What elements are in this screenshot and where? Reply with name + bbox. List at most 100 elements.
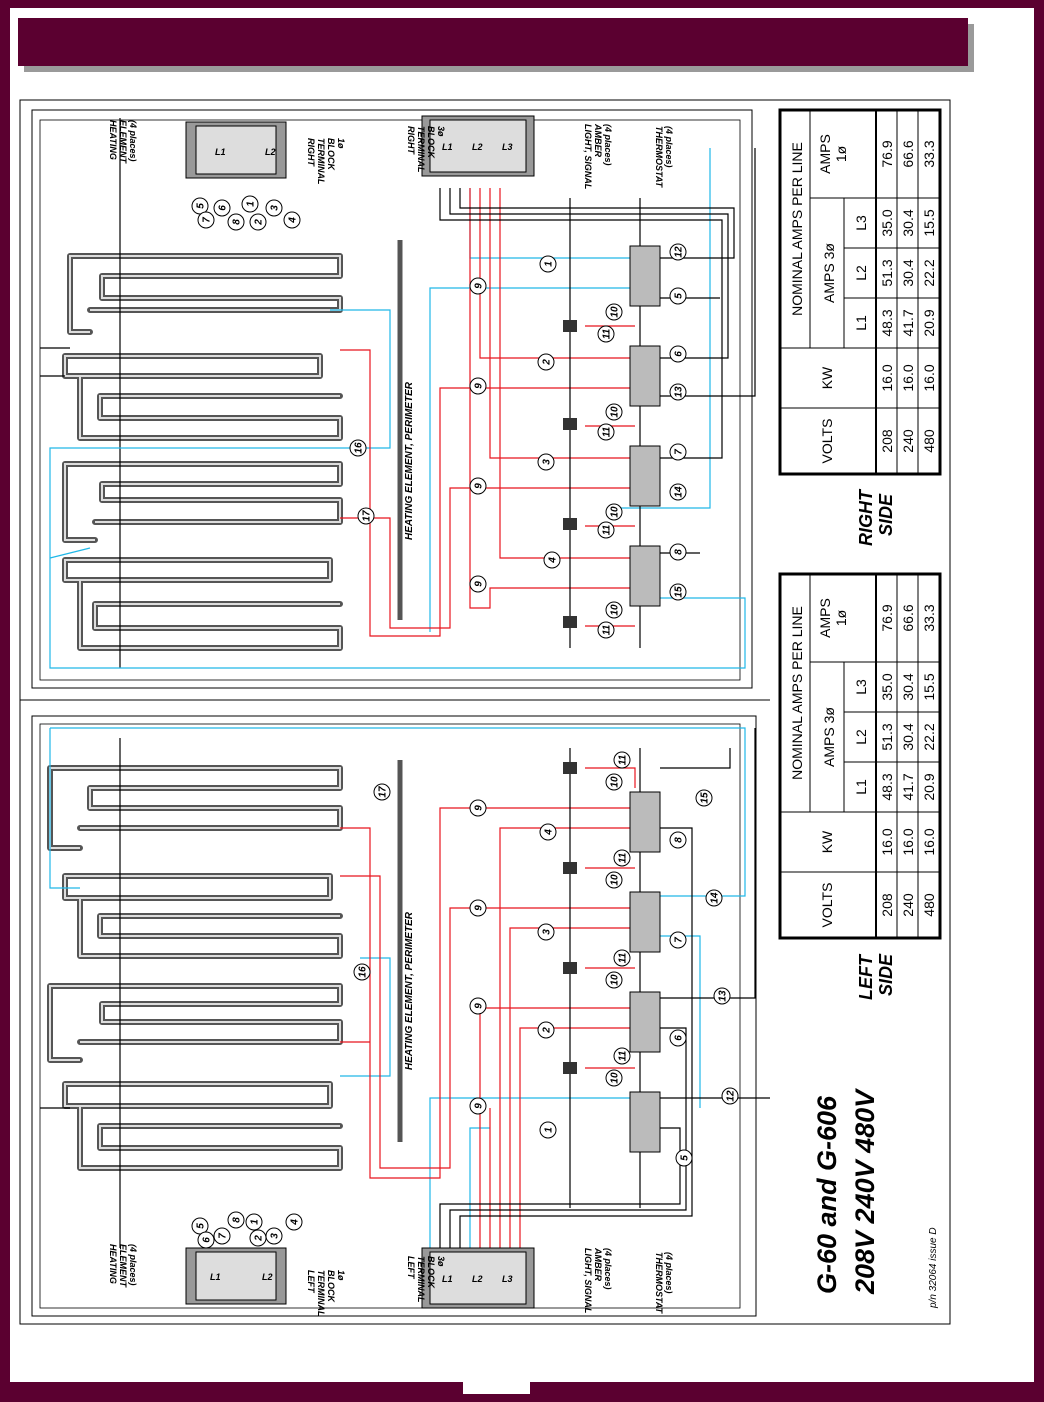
model-title: G-60 and G-606 208V 240V 480V [812,1088,880,1295]
left-wire-6: 6 [669,1029,687,1047]
right-wire-17: 11 [597,325,615,343]
left-wire-2: 2 [537,1021,555,1039]
right-wire-26: 17 [357,507,375,525]
left-wire-22: 13 [713,987,731,1005]
svg-text:6: 6 [674,1035,685,1041]
left-terminal-wire-6: 6 [197,1231,215,1249]
left-thermostat-3 [629,991,661,1053]
svg-text:AMPS 3ø: AMPS 3ø [821,707,837,767]
left-wire-12: 9 [469,799,487,817]
left-terminal-3ph-l3: L3 [502,1274,513,1284]
svg-text:22.2: 22.2 [921,259,937,286]
left-terminal-1ph-l1: L1 [210,1272,221,1282]
left-signal-lights [563,762,577,1074]
svg-text:BLOCK: BLOCK [426,1256,436,1289]
svg-text:16.0: 16.0 [900,364,916,391]
svg-text:HEATING: HEATING [108,1244,118,1284]
svg-text:(4 places): (4 places) [128,120,138,162]
svg-text:13: 13 [674,386,685,398]
svg-text:7: 7 [674,937,685,943]
left-wire-10: 9 [469,997,487,1015]
left-wire-9: 9 [469,1097,487,1115]
left-light-3 [563,962,577,974]
left-terminal-wire-8: 8 [227,1211,245,1229]
svg-text:1ø: 1ø [336,1270,346,1281]
left-wire-25: 16 [353,963,371,981]
left-thermostat-1 [629,791,661,853]
left-panel-outer [31,715,757,1317]
svg-text:76.9: 76.9 [879,604,895,631]
svg-text:16: 16 [358,966,369,978]
svg-text:240: 240 [900,893,916,917]
left-light-2 [563,862,577,874]
left-side-label: LEFT SIDE [856,953,896,1000]
left-wire-5: 5 [675,1149,693,1167]
svg-text:16.0: 16.0 [879,828,895,855]
svg-text:35.0: 35.0 [879,673,895,700]
right-wire-8: 8 [669,543,687,561]
svg-text:35.0: 35.0 [879,209,895,236]
svg-text:AMPS: AMPS [817,598,833,638]
left-wire-15: 10 [605,871,623,889]
right-terminal-wire-6: 6 [213,199,231,217]
right-wire-24: 15 [669,583,687,601]
model-title-line2: 208V 240V 480V [850,1088,880,1295]
svg-text:9: 9 [474,581,485,587]
svg-text:6: 6 [202,1237,213,1243]
right-terminal-wire-3: 3 [265,199,283,217]
left-wire-8: 8 [669,831,687,849]
svg-text:1: 1 [544,261,555,267]
svg-text:(4 places): (4 places) [664,126,674,168]
svg-text:10: 10 [610,604,621,616]
right-terminal-3ph-label: RIGHT TERMINAL BLOCK 3ø [406,126,446,173]
svg-text:16.0: 16.0 [879,364,895,391]
svg-text:16.0: 16.0 [921,364,937,391]
left-heating-element-label: HEATING ELEMENT (4 places) [108,1244,138,1289]
svg-text:7: 7 [674,449,685,455]
left-wire-20: 11 [613,751,631,769]
svg-text:LEFT: LEFT [306,1270,316,1294]
svg-text:9: 9 [474,283,485,289]
left-light-label: LIGHT, SIGNAL AMBER (4 places) [583,1247,613,1313]
right-wire-7: 7 [669,443,687,461]
right-terminal-wire-1: 1 [241,195,259,213]
svg-text:16: 16 [354,442,365,454]
svg-text:1: 1 [250,1219,261,1225]
right-light-3 [563,518,577,530]
svg-text:480: 480 [921,429,937,453]
left-terminal-block-3ph: L1 L2 L3 [421,1247,535,1309]
svg-text:THERMOSTAT: THERMOSTAT [654,126,664,189]
svg-text:8: 8 [232,1217,243,1223]
svg-text:208: 208 [879,429,895,453]
right-wire-4: 4 [543,551,561,569]
svg-text:9: 9 [474,1003,485,1009]
right-terminal-1ph-label: RIGHT TERMINAL BLOCK 1ø [306,138,346,185]
svg-text:5: 5 [674,293,685,299]
right-wire-5: 5 [669,287,687,305]
right-wire-21: 12 [669,243,687,261]
svg-text:HEATING ELEMENT, PERIMETER: HEATING ELEMENT, PERIMETER [404,911,415,1070]
svg-text:VOLTS: VOLTS [819,883,835,928]
left-terminal-wire-3: 3 [265,1227,283,1245]
svg-text:SIDE: SIDE [876,493,896,536]
left-terminal-3ph-l1: L1 [442,1274,453,1284]
svg-text:9: 9 [474,483,485,489]
right-wire-2: 2 [537,353,555,371]
svg-text:20.9: 20.9 [921,309,937,336]
left-blue-wires [49,727,746,1258]
svg-text:4: 4 [544,829,555,836]
svg-text:AMPS 3ø: AMPS 3ø [821,243,837,303]
left-thermostats [629,791,661,1153]
left-terminal-block-1ph: L1 L2 [185,1247,287,1305]
right-wire-20: 11 [597,621,615,639]
right-wire-18: 11 [597,423,615,441]
svg-text:20.9: 20.9 [921,773,937,800]
svg-text:10: 10 [610,974,621,986]
svg-text:9: 9 [474,383,485,389]
svg-text:1: 1 [544,1127,555,1133]
svg-text:3: 3 [542,459,553,465]
svg-text:SIDE: SIDE [876,953,896,996]
left-terminal-wire-1: 1 [245,1213,263,1231]
right-heating-element-highlights [64,255,341,649]
